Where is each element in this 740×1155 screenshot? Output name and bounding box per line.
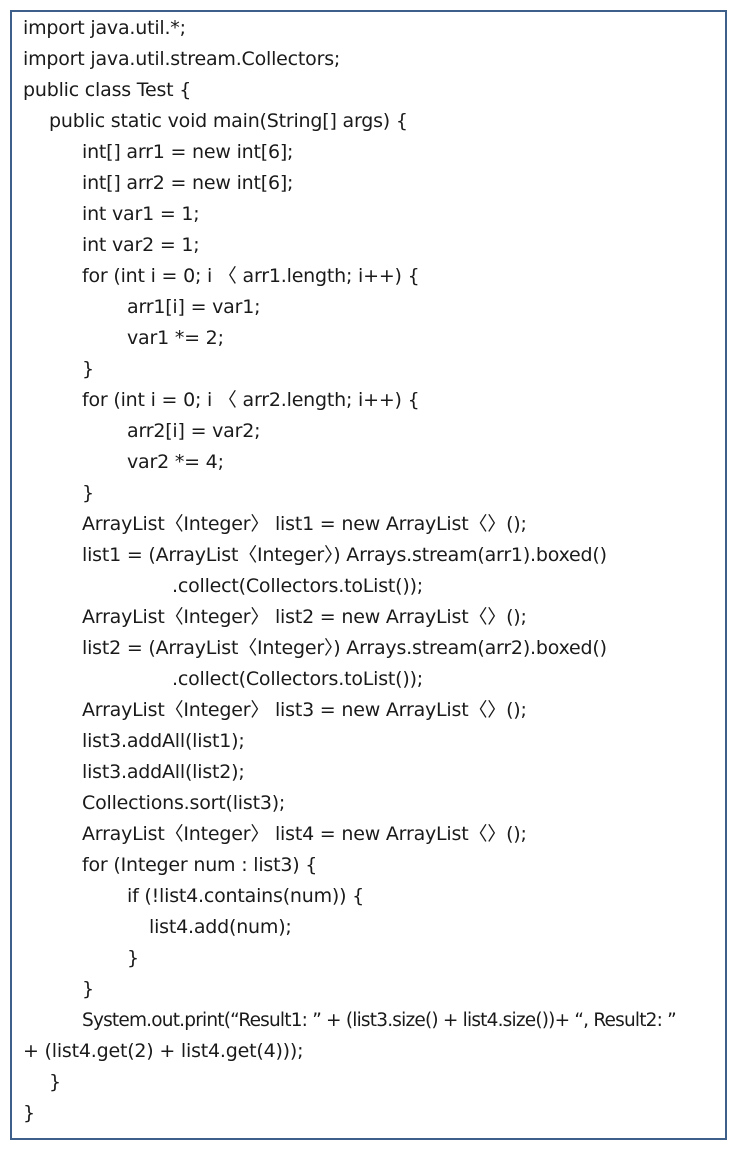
code-line-14: arr2[i] = var2; bbox=[127, 420, 261, 442]
code-line-18: list1 = (ArrayList〈Integer〉) Arrays.stre… bbox=[82, 544, 607, 566]
code-line-15: var2 *= 4; bbox=[127, 451, 224, 473]
code-line-11: var1 *= 2; bbox=[127, 327, 224, 349]
code-line-21: list2 = (ArrayList〈Integer〉) Arrays.stre… bbox=[82, 637, 607, 659]
code-line-10: arr1[i] = var1; bbox=[127, 296, 261, 318]
code-line-8: int var2 = 1; bbox=[82, 234, 200, 256]
code-line-26: Collections.sort(list3); bbox=[82, 792, 286, 814]
code-line-23: ArrayList〈Integer〉 list3 = new ArrayList… bbox=[82, 699, 527, 721]
code-line-5: int[] arr1 = new int[6]; bbox=[82, 141, 294, 163]
code-line-9: for (int i = 0; i 〈 arr1.length; i++) { bbox=[82, 265, 420, 287]
code-line-16: } bbox=[82, 482, 94, 504]
code-line-12: } bbox=[82, 358, 94, 380]
code-line-33: System.out.print(“Result1: ” + (list3.si… bbox=[82, 1010, 677, 1031]
code-line-1: import java.util.*; bbox=[23, 17, 186, 39]
code-listing: import java.util.*; import java.util.str… bbox=[10, 10, 727, 1140]
code-line-4: public static void main(String[] args) { bbox=[49, 110, 408, 132]
code-line-6: int[] arr2 = new int[6]; bbox=[82, 172, 294, 194]
code-line-29: if (!list4.contains(num)) { bbox=[127, 885, 365, 907]
code-line-30: list4.add(num); bbox=[149, 916, 292, 938]
code-line-2: import java.util.stream.Collectors; bbox=[23, 48, 341, 70]
code-line-13: for (int i = 0; i 〈 arr2.length; i++) { bbox=[82, 389, 420, 411]
code-line-35: } bbox=[49, 1071, 61, 1093]
code-line-20: ArrayList〈Integer〉 list2 = new ArrayList… bbox=[82, 606, 527, 628]
code-line-36: } bbox=[23, 1102, 35, 1124]
code-line-28: for (Integer num : list3) { bbox=[82, 854, 318, 876]
code-line-32: } bbox=[82, 978, 94, 1000]
code-line-22: .collect(Collectors.toList()); bbox=[172, 668, 424, 690]
code-line-3: public class Test { bbox=[23, 79, 192, 101]
code-line-17: ArrayList〈Integer〉 list1 = new ArrayList… bbox=[82, 513, 527, 535]
code-line-24: list3.addAll(list1); bbox=[82, 730, 245, 752]
code-line-27: ArrayList〈Integer〉 list4 = new ArrayList… bbox=[82, 823, 527, 845]
code-line-7: int var1 = 1; bbox=[82, 203, 200, 225]
code-line-31: } bbox=[127, 947, 139, 969]
code-line-34: + (list4.get(2) + list4.get(4))); bbox=[23, 1040, 304, 1062]
code-line-25: list3.addAll(list2); bbox=[82, 761, 245, 783]
code-line-19: .collect(Collectors.toList()); bbox=[172, 575, 424, 597]
